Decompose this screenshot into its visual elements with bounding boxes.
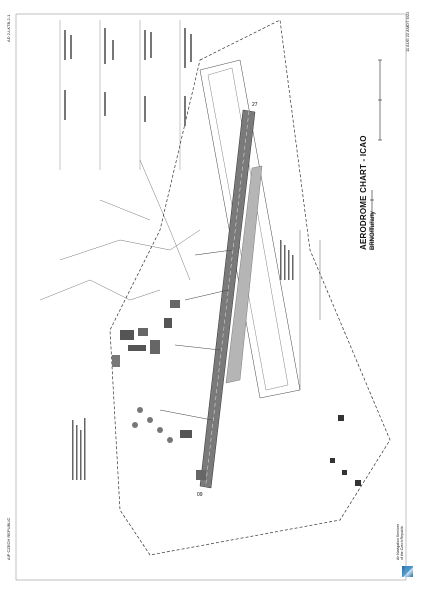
notes-text — [72, 240, 294, 480]
table-text-placeholders — [64, 28, 192, 126]
runway-centerline — [205, 110, 250, 488]
navaid-symbols — [299, 230, 361, 486]
ans-logo-icon — [402, 566, 413, 577]
runway-designator: 09 — [197, 492, 203, 498]
parallel-taxiway — [225, 165, 263, 384]
taxiway-connector — [184, 289, 229, 301]
taxiway-connector — [194, 249, 233, 256]
apron-buildings — [112, 300, 206, 480]
info-table — [59, 20, 181, 170]
scale-bar — [370, 59, 382, 250]
taxiway-connector — [159, 409, 213, 421]
taxiway-connector — [174, 344, 221, 351]
runway — [199, 109, 256, 489]
chart-frame — [15, 13, 407, 581]
aerodrome-boundary — [109, 19, 391, 556]
roads — [39, 159, 201, 301]
runway-designator: 27 — [252, 102, 258, 108]
